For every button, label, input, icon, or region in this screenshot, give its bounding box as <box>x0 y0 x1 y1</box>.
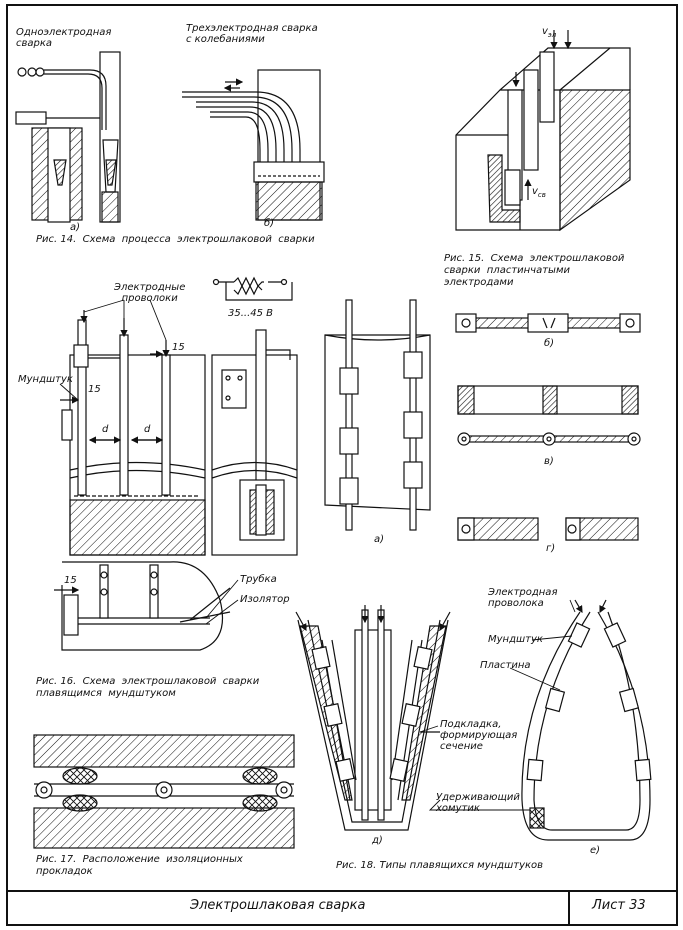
fig18d-drawing <box>295 605 451 831</box>
title-block-divider <box>568 890 570 926</box>
fig16-side-drawing <box>211 276 298 556</box>
fig14-sub-a: а) <box>70 222 81 233</box>
fig16-main-drawing <box>60 310 206 556</box>
fig18-label-tip: Мундштук <box>488 634 543 645</box>
fig14-caption: Рис. 14. Схема процесса электрошлаковой … <box>36 234 315 245</box>
fig16-label-wires: Электродные проволоки <box>114 282 186 304</box>
fig16-caption: Рис. 16. Схема электрошлаковой сварки пл… <box>36 676 260 699</box>
fig14-label-three: Трехэлектродная сварка с колебаниями <box>186 23 318 45</box>
fig16-label-insulator: Изолятор <box>240 594 290 605</box>
title-block-title: Электрошлаковая сварка <box>190 898 366 913</box>
fig16-detail-drawing <box>54 561 231 651</box>
fig18-label-clamp: Удерживающий хомутик <box>436 792 520 814</box>
fig18-sub-b: б) <box>544 338 555 349</box>
fig16-dim-15a: 15 <box>88 384 101 395</box>
fig18g-drawing <box>457 517 639 541</box>
fig14-sub-b: б) <box>264 218 275 229</box>
fig17-drawing <box>33 734 295 849</box>
fig18-label-wire: Электродная проволока <box>488 587 558 609</box>
fig18-sub-v: в) <box>544 456 554 467</box>
fig16-dim-d1: d <box>102 424 109 435</box>
fig14-label-single: Одноэлектродная сварка <box>16 27 112 49</box>
fig16-label-tube: Трубка <box>240 574 277 585</box>
fig18a-drawing <box>324 299 431 531</box>
fig16-dim-15c: 15 <box>64 575 77 586</box>
fig16-dim-d2: d <box>144 424 151 435</box>
leader-lines <box>59 299 576 811</box>
fig18v-drawing <box>457 385 641 446</box>
fig18-sub-d: д) <box>372 835 383 846</box>
fig18-label-plate: Пластина <box>480 660 531 671</box>
title-block <box>6 890 678 928</box>
fig15-v-sv: vсв <box>532 186 546 199</box>
fig15-drawing <box>455 30 631 232</box>
fig15-caption: Рис. 15. Схема электрошлаковой сварки пл… <box>444 253 625 288</box>
fig16-voltage: 35...45 В <box>228 308 274 319</box>
fig18e-drawing <box>521 599 652 841</box>
fig18-caption: Рис. 18. Типы плавящихся мундштуков <box>336 860 544 871</box>
fig18b-drawing <box>455 313 641 333</box>
fig16-dim-15b: 15 <box>172 342 185 353</box>
title-block-sheet-number: Лист 33 <box>592 898 646 913</box>
fig14a-drawing <box>15 51 121 223</box>
fig18-label-backing: Подкладка, формирующая сечение <box>440 719 518 752</box>
fig18-sub-a: а) <box>374 534 385 545</box>
fig18-sub-g: г) <box>546 543 556 554</box>
fig18-sub-e: е) <box>590 845 601 856</box>
fig15-v-el: vэл <box>542 26 557 39</box>
fig17-caption: Рис. 17. Расположение изоляционных прокл… <box>36 854 243 877</box>
drawing-sheet-frame <box>6 4 678 926</box>
fig16-label-tip: Мундштук <box>18 374 73 385</box>
fig14b-drawing <box>182 69 325 221</box>
